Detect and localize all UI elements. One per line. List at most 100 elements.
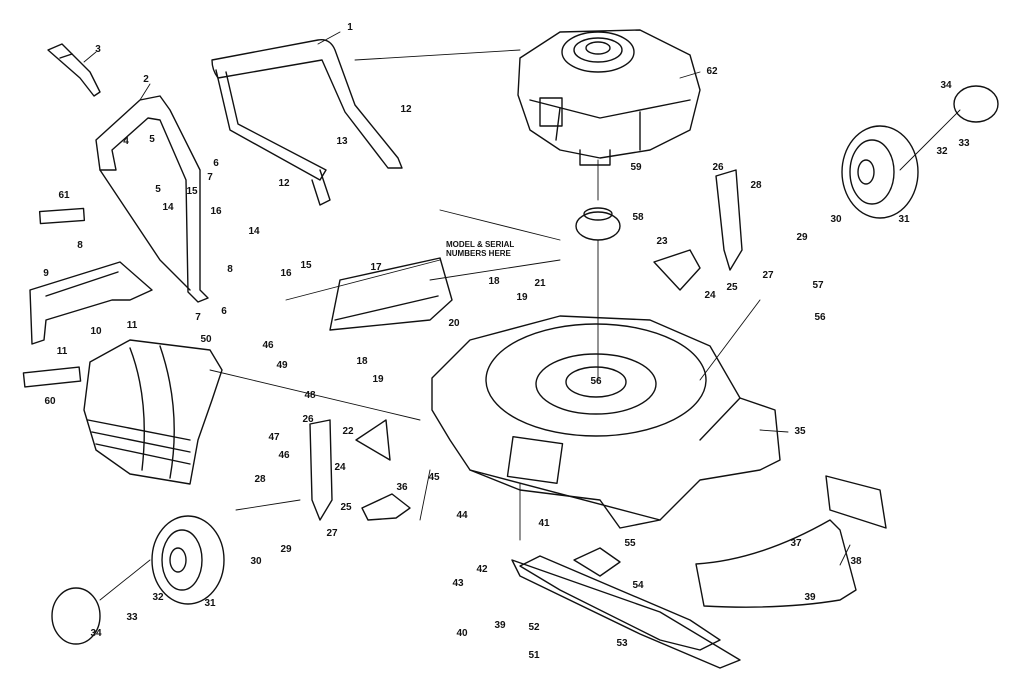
callout-17: 17 [370, 262, 382, 273]
callout-31a: 31 [898, 214, 910, 225]
callout-42: 42 [476, 564, 488, 575]
callout-6a: 6 [213, 158, 219, 169]
leader-lines [84, 32, 960, 600]
bag-frame [30, 262, 152, 344]
model-serial-note: MODEL & SERIAL NUMBERS HERE [446, 240, 514, 258]
callout-62: 62 [706, 66, 718, 77]
callout-7a: 7 [207, 172, 213, 183]
callout-38: 38 [850, 556, 862, 567]
callout-26b: 26 [302, 414, 314, 425]
callout-29b: 29 [280, 544, 292, 555]
callout-11a: 11 [126, 320, 138, 331]
callout-25b: 25 [340, 502, 352, 513]
callout-12b: 12 [278, 178, 290, 189]
callout-61: 61 [58, 190, 70, 201]
wheel-left [152, 516, 224, 604]
callout-49: 49 [276, 360, 288, 371]
callout-41: 41 [538, 518, 550, 529]
callout-51: 51 [528, 650, 540, 661]
callout-15b: 15 [300, 260, 312, 271]
callout-25a: 25 [726, 282, 738, 293]
mower-deck [432, 316, 780, 528]
callout-39b: 39 [804, 592, 816, 603]
callout-27a: 27 [762, 270, 774, 281]
engine [518, 30, 700, 165]
callout-30b: 30 [250, 556, 262, 567]
callout-5a: 5 [149, 134, 155, 145]
callout-59: 59 [630, 162, 642, 173]
callout-13: 13 [336, 136, 348, 147]
callout-34b: 34 [90, 628, 102, 639]
callout-18b: 18 [356, 356, 368, 367]
callout-16a: 16 [210, 206, 222, 217]
callout-18a: 18 [488, 276, 500, 287]
callout-19a: 19 [516, 292, 528, 303]
callout-32a: 32 [936, 146, 948, 157]
callout-33b: 33 [126, 612, 138, 623]
callout-30a: 30 [830, 214, 842, 225]
callout-43: 43 [452, 578, 464, 589]
control-lever [48, 44, 100, 96]
callout-56b: 56 [590, 376, 602, 387]
callout-47: 47 [268, 432, 280, 443]
callout-40: 40 [456, 628, 468, 639]
side-baffle [696, 476, 886, 607]
callout-24b: 24 [334, 462, 346, 473]
rear-baffle [330, 258, 452, 330]
callout-15a: 15 [186, 186, 198, 197]
blade [512, 556, 740, 668]
callout-54: 54 [632, 580, 644, 591]
callout-1: 1 [347, 22, 353, 33]
callout-34a: 34 [940, 80, 952, 91]
callout-46b: 46 [278, 450, 290, 461]
callout-46a: 46 [262, 340, 274, 351]
callout-36: 36 [396, 482, 408, 493]
callout-9: 9 [43, 268, 49, 279]
callout-44: 44 [456, 510, 468, 521]
callout-8a: 8 [77, 240, 83, 251]
callout-50: 50 [200, 334, 212, 345]
callout-28a: 28 [750, 180, 762, 191]
grass-bag [84, 340, 222, 484]
callout-7b: 7 [195, 312, 201, 323]
callout-55: 55 [624, 538, 636, 549]
callout-28b: 28 [254, 474, 266, 485]
callout-16b: 16 [280, 268, 292, 279]
callout-22: 22 [342, 426, 354, 437]
model-serial-note-line-1: MODEL & SERIAL [446, 240, 515, 249]
model-serial-note-line-2: NUMBERS HERE [446, 249, 511, 258]
callout-29a: 29 [796, 232, 808, 243]
callout-45: 45 [428, 472, 440, 483]
callout-53: 53 [616, 638, 628, 649]
handle-upper [212, 40, 402, 205]
callout-12a: 12 [400, 104, 412, 115]
callout-37: 37 [790, 538, 802, 549]
callout-35: 35 [794, 426, 806, 437]
callout-58: 58 [632, 212, 644, 223]
callout-26a: 26 [712, 162, 724, 173]
callout-4: 4 [123, 136, 129, 147]
callout-11b: 11 [56, 346, 68, 357]
callout-19b: 19 [372, 374, 384, 385]
callout-33a: 33 [958, 138, 970, 149]
callout-8b: 8 [227, 264, 233, 275]
callout-23: 23 [656, 236, 668, 247]
handle-lower [96, 96, 208, 302]
callout-57: 57 [812, 280, 824, 291]
callout-20: 20 [448, 318, 460, 329]
callout-52: 52 [528, 622, 540, 633]
callout-60: 60 [44, 396, 56, 407]
callout-32b: 32 [152, 592, 164, 603]
callout-39a: 39 [494, 620, 506, 631]
callout-5b: 5 [155, 184, 161, 195]
callout-21: 21 [534, 278, 546, 289]
callout-24a: 24 [704, 290, 716, 301]
callout-31b: 31 [204, 598, 216, 609]
callout-14a: 14 [162, 202, 174, 213]
callout-14b: 14 [248, 226, 260, 237]
callout-48: 48 [304, 390, 316, 401]
callout-10: 10 [90, 326, 102, 337]
callout-56a: 56 [814, 312, 826, 323]
